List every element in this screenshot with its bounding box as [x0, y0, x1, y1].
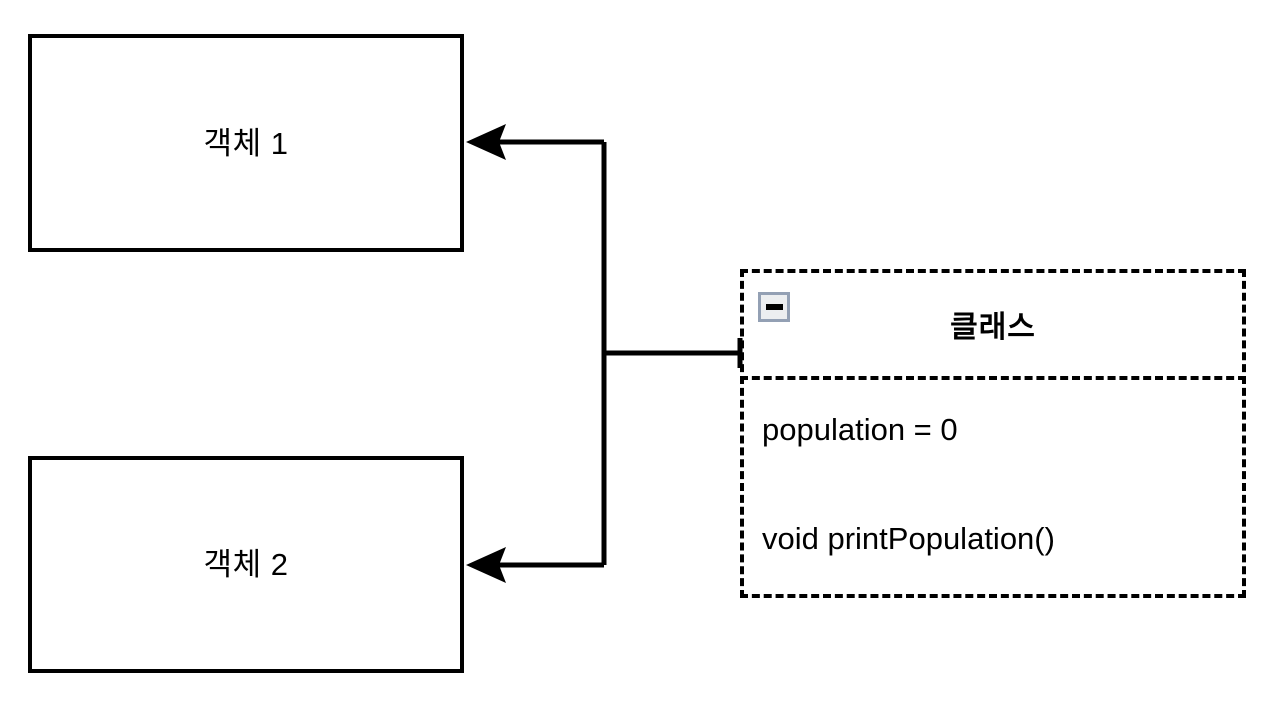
connector-to-class-box[interactable] [604, 338, 743, 368]
minus-glyph [765, 304, 783, 310]
connector-to-object-1[interactable] [466, 124, 607, 353]
class-box-divider [740, 376, 1246, 380]
class-box-header: 클래스 [740, 269, 1246, 378]
class-operation: void printPopulation() [762, 521, 1055, 556]
class-attribute: population = 0 [762, 412, 958, 447]
arrowhead-object-1 [466, 124, 506, 160]
connector-to-object-2[interactable] [466, 353, 607, 583]
class-box[interactable]: 클래스 population = 0 void printPopulation(… [740, 269, 1246, 598]
object-box-1-label: 객체 1 [203, 125, 289, 161]
object-box-2[interactable]: 객체 2 [28, 456, 464, 673]
minus-icon[interactable] [758, 292, 790, 322]
class-box-title: 클래스 [950, 310, 1036, 344]
arrowhead-object-2 [466, 547, 506, 583]
object-box-1[interactable]: 객체 1 [28, 34, 464, 252]
object-box-2-label: 객체 2 [203, 547, 289, 582]
